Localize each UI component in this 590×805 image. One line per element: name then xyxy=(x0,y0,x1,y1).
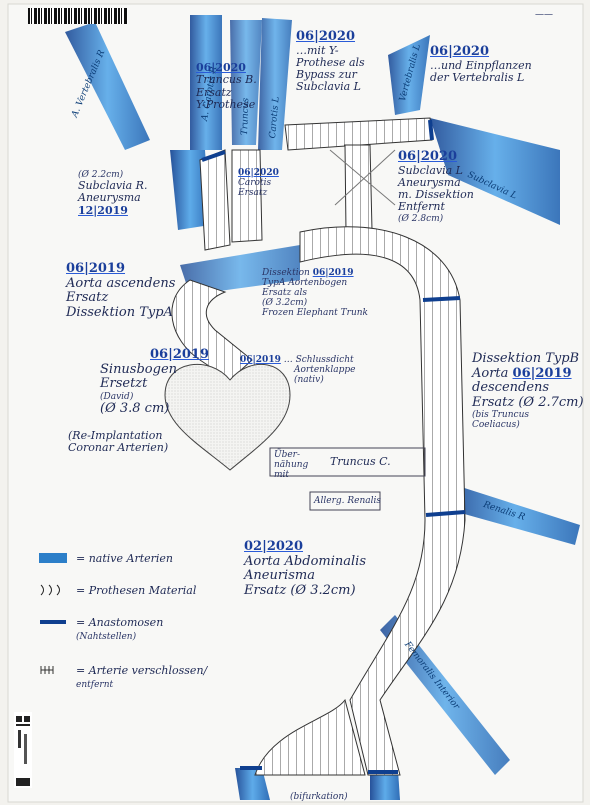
note-y-prothese: 06|2020 …mit Y- Prothese als Bypass zur … xyxy=(296,30,365,94)
blue-fill-icon xyxy=(38,552,68,564)
note-coronar: (Re-Implantation Coronar Arterien) xyxy=(68,430,168,455)
note-subclavia-l-aneurysma: 06|2020 Subclavia L Aneurysma m. Dissekt… xyxy=(398,150,474,224)
hatch-icon xyxy=(38,664,68,676)
note-bifurkation: (bifurkation) xyxy=(290,792,348,802)
legend-prosthesis: = Prothesen Material xyxy=(38,584,196,597)
note-aorta-ascendens: 06|2019 Aorta ascendens Ersatz Dissektio… xyxy=(66,262,175,320)
label-truncus-c: Truncus C. xyxy=(330,456,391,468)
legend-native: = native Arterien xyxy=(38,552,173,565)
note-truncus: 06|2020 Truncus B. Ersatz Y-Prothese xyxy=(196,62,257,111)
arcs-icon xyxy=(38,584,68,596)
note-subclavia-r: (Ø 2.2cm) Subclavia R. Aneurysma 12|2019 xyxy=(78,170,147,217)
note-abdominalis: 02|2020 Aorta Abdominalis Aneurisma Ersa… xyxy=(244,540,366,598)
note-aortenbogen: Dissektion 06|2019 TypA Aortenbogen Ersa… xyxy=(262,268,368,318)
note-einpflanzung: 06|2020 …und Einpflanzen der Vertebralis… xyxy=(430,45,532,84)
note-descendens: Dissektion TypB Aorta 06|2019 descendens… xyxy=(472,352,584,430)
legend-closed: = Arterie verschlossen/entfernt xyxy=(38,664,207,690)
note-sinusbogen: 06|2019 Sinusbogen Ersetzt (David) (Ø 3.… xyxy=(100,348,209,416)
barcode xyxy=(28,8,128,24)
legend-anastomosen: = Anastomosen(Nahtstellen) xyxy=(38,616,163,642)
thick-line-icon xyxy=(38,616,68,628)
qr-code-icon xyxy=(14,712,32,788)
note-carotis-mid: 06|2020 Carotis Ersatz xyxy=(238,168,279,198)
note-renalis-box: Allerg. Renalis xyxy=(314,496,381,506)
note-aortenklappe: 06|2019 … Schlussdicht Aortenklappe (nat… xyxy=(240,355,356,385)
note-truncus-c: Über- nähung mit xyxy=(274,450,308,480)
corner-mark: —— xyxy=(535,10,553,20)
